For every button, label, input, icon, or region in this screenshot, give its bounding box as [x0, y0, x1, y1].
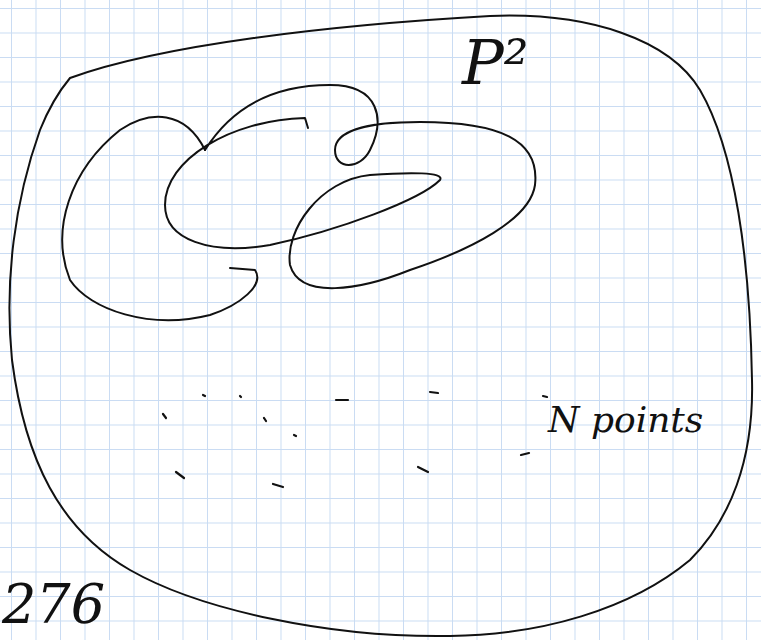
plane-outline: [9, 16, 752, 636]
points-note: N points: [548, 402, 703, 438]
curve: [165, 85, 535, 288]
curve: [62, 117, 257, 320]
page-number: 276: [2, 578, 105, 632]
plane-label: P²: [462, 32, 529, 94]
points: [163, 392, 547, 487]
